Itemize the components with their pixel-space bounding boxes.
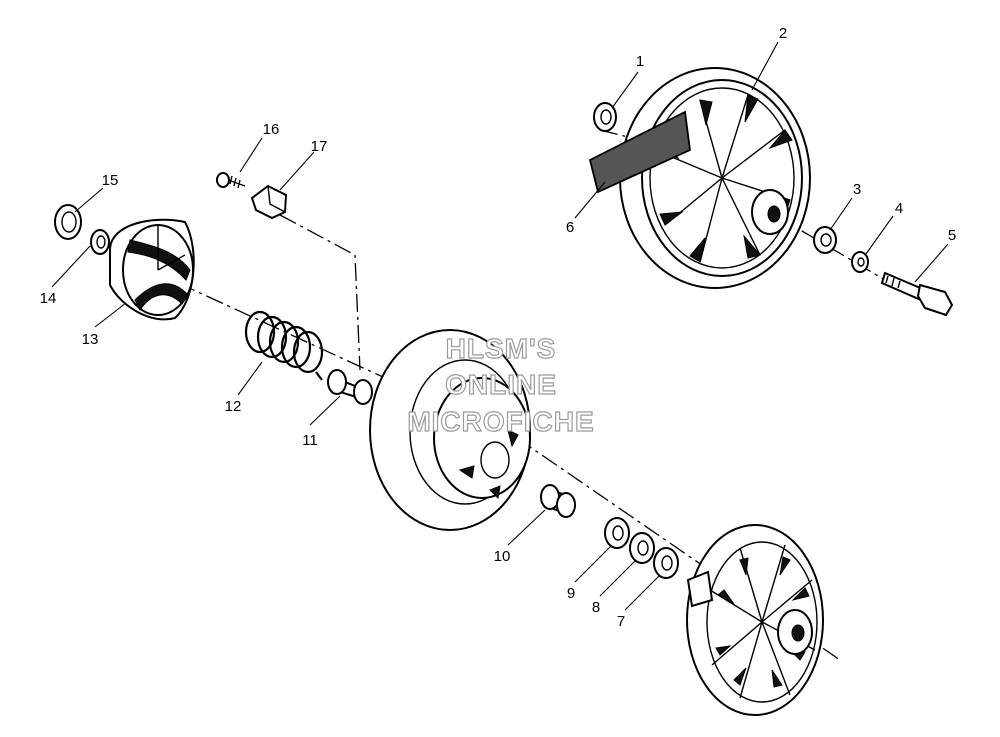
callout-15: 15 — [102, 172, 119, 189]
callout-5: 5 — [948, 227, 956, 244]
callout-17: 17 — [311, 138, 328, 155]
part-15-snap-ring — [54, 204, 82, 240]
part-7-washer — [653, 547, 679, 579]
part-4-lock-washer — [851, 251, 869, 273]
callout-12: 12 — [225, 398, 242, 415]
watermark-line-1: HLSM'S — [446, 333, 557, 364]
callout-16: 16 — [263, 121, 280, 138]
callout-10: 10 — [494, 548, 511, 565]
callout-labels: 1 2 3 4 5 6 7 8 9 10 11 12 13 14 15 16 1… — [40, 25, 957, 630]
part-16-screw — [216, 172, 246, 189]
callout-9: 9 — [567, 585, 575, 602]
callout-4: 4 — [895, 200, 903, 217]
part-8-washer — [629, 532, 655, 564]
part-11-bushing — [327, 369, 373, 405]
fixed-sheave — [686, 524, 824, 716]
part-12-spring — [244, 310, 324, 381]
part-9-washer — [604, 517, 630, 549]
part-14-washer — [90, 229, 110, 255]
part-17-weight — [250, 184, 288, 220]
leader-lines — [51, 41, 949, 611]
callout-8: 8 — [592, 599, 600, 616]
watermark-line-2: ONLINE — [445, 369, 557, 400]
watermark: HLSM'S ONLINE MICROFICHE — [407, 332, 595, 437]
callout-2: 2 — [779, 25, 787, 42]
watermark-line-3: MICROFICHE — [407, 406, 594, 437]
part-5-bolt — [880, 271, 954, 317]
part-10-bushing — [540, 484, 576, 518]
callout-6: 6 — [566, 219, 574, 236]
part-3-washer — [813, 226, 837, 254]
callout-1: 1 — [636, 53, 644, 70]
part-6-block — [588, 110, 691, 194]
callout-7: 7 — [617, 613, 625, 630]
part-13-cam — [109, 218, 195, 321]
callout-3: 3 — [853, 181, 861, 198]
part-2-drive-clutch — [619, 67, 811, 289]
callout-14: 14 — [40, 290, 57, 307]
callout-13: 13 — [82, 331, 99, 348]
callout-11: 11 — [302, 432, 318, 449]
moveable-sheave — [369, 329, 531, 531]
part-1-washer — [593, 102, 617, 132]
